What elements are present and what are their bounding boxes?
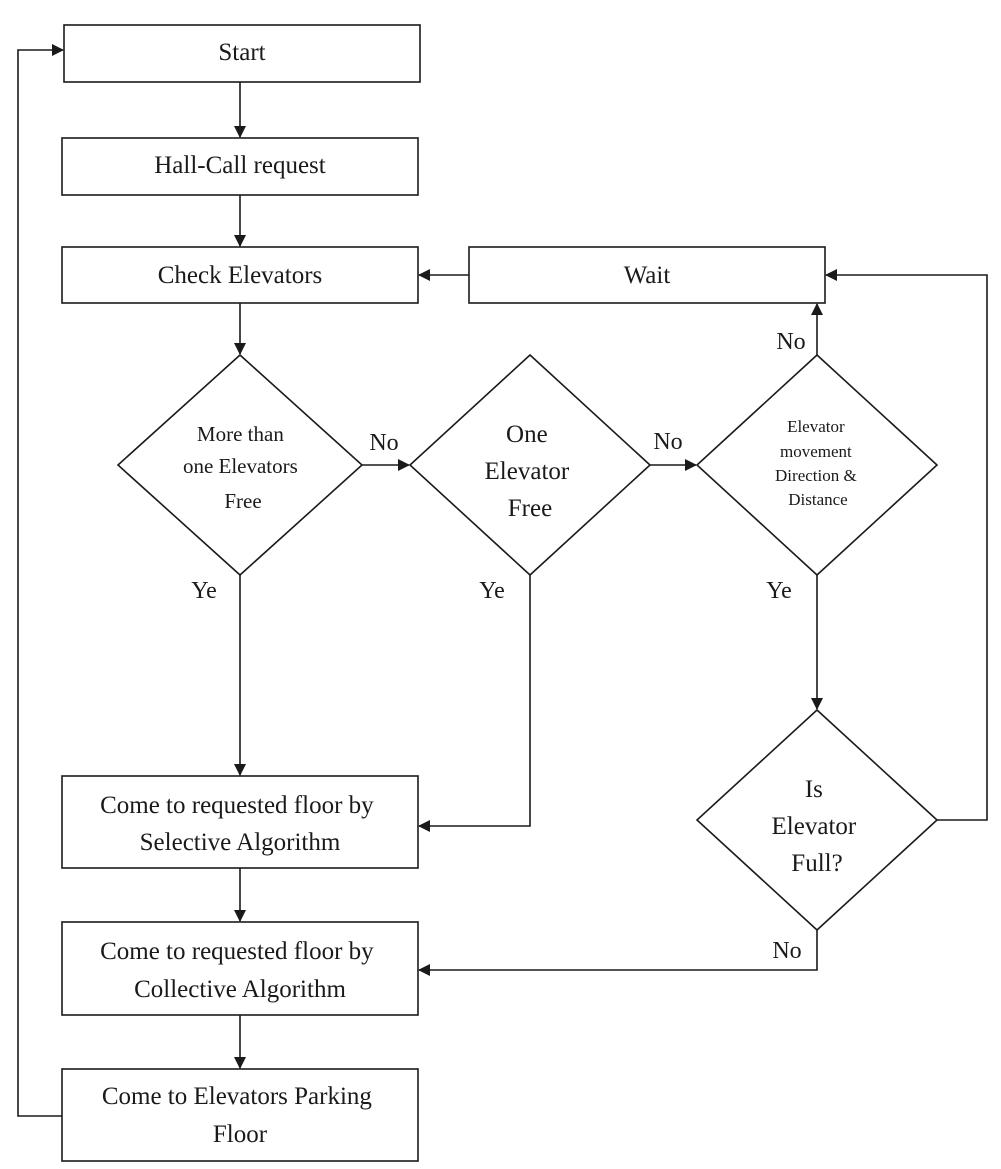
wait-label: Wait xyxy=(624,262,671,289)
more-than-one-free-label: More than one Elevators Free xyxy=(183,422,303,513)
hall-call-label: Hall-Call request xyxy=(154,152,326,179)
one-free-line-3: Free xyxy=(508,495,552,522)
edge-label-movement-no: No xyxy=(776,329,805,355)
arrow-one-yes-to-selective xyxy=(418,575,531,832)
arrow-full-yes-to-wait xyxy=(825,269,988,821)
edge-label-full-no: No xyxy=(772,938,801,964)
edge-label-one-no: No xyxy=(653,429,682,455)
arrow-parking-loop-to-start xyxy=(17,44,64,1117)
movement-line-4: Distance xyxy=(788,490,847,509)
one-free-line-1: One xyxy=(506,421,548,448)
is-elevator-full-label: Is Elevator Full? xyxy=(772,776,863,877)
parking-floor-box xyxy=(61,1068,419,1162)
more-than-one-line-1: More than xyxy=(197,422,284,446)
arrow-full-no-to-collective xyxy=(418,930,818,976)
selective-line-2: Selective Algorithm xyxy=(140,829,341,856)
movement-line-2: movement xyxy=(780,442,852,461)
edge-label-one-yes: Ye xyxy=(479,578,505,604)
wait-label-line: Wait xyxy=(624,262,671,289)
collective-algorithm-label: Come to requested floor by Collective Al… xyxy=(100,938,380,1003)
movement-direction-label: Elevator movement Direction & Distance xyxy=(775,417,861,509)
check-elevators-label-line: Check Elevators xyxy=(158,262,323,289)
collective-line-1: Come to requested floor by xyxy=(100,938,374,965)
edge-label-movement-yes: Ye xyxy=(766,578,792,604)
parking-line-2: Floor xyxy=(213,1121,268,1148)
is-full-line-3: Full? xyxy=(791,850,842,877)
more-than-one-line-2: one Elevators xyxy=(183,454,298,478)
check-elevators-label: Check Elevators xyxy=(158,262,323,289)
start-label: Start xyxy=(218,39,265,66)
one-free-line-2: Elevator xyxy=(485,458,570,485)
start-label-line: Start xyxy=(218,39,265,66)
edge-label-more-yes: Ye xyxy=(191,578,217,604)
selective-line-1: Come to requested floor by xyxy=(100,792,374,819)
selective-algorithm-label: Come to requested floor by Selective Alg… xyxy=(100,792,380,856)
movement-line-1: Elevator xyxy=(787,417,845,436)
is-full-line-2: Elevator xyxy=(772,813,857,840)
collective-line-2: Collective Algorithm xyxy=(134,976,346,1003)
edge-label-more-no: No xyxy=(369,430,398,456)
movement-direction-diamond xyxy=(695,353,939,577)
more-than-one-line-3: Free xyxy=(224,489,261,513)
parking-line-1: Come to Elevators Parking xyxy=(102,1083,373,1110)
start-box xyxy=(63,24,421,83)
parking-floor-label: Come to Elevators Parking Floor xyxy=(102,1083,378,1148)
is-full-line-1: Is xyxy=(805,776,823,803)
hall-call-label-line: Hall-Call request xyxy=(154,152,326,179)
one-elevator-free-label: One Elevator Free xyxy=(485,421,576,522)
movement-line-3: Direction & xyxy=(775,466,857,485)
